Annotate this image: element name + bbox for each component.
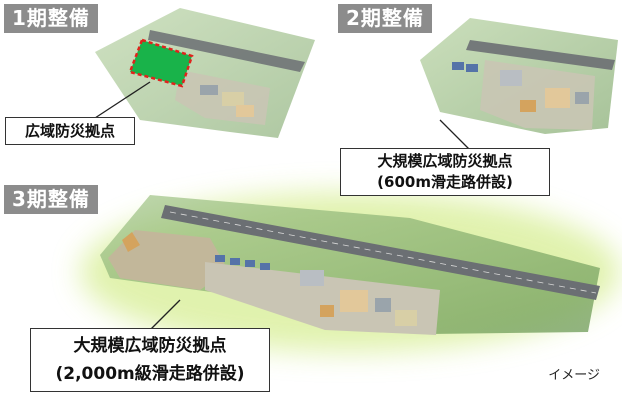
phase3-central-facility (205, 262, 440, 335)
callout-phase3-line2: (2,000m級滑走路併設) (55, 364, 245, 384)
phase1-runway (148, 30, 305, 72)
phase2-aerial-view (420, 18, 618, 134)
callout1-pointer (94, 81, 151, 119)
callout-phase2-line1: 大規模広域防災拠点 (377, 152, 513, 170)
phase2-label: 2期整備 (338, 4, 432, 33)
callout-phase1: 広域防災拠点 (5, 117, 135, 145)
callout2-pointer (439, 119, 471, 151)
callout-phase3-line1: 大規模広域防災拠点 (73, 336, 227, 356)
phase1-disaster-base-highlight (128, 38, 194, 88)
image-note: イメージ (548, 368, 600, 383)
phase3-aerial-view (80, 192, 620, 352)
callout-phase2: 大規模広域防災拠点 (600m滑走路併設) (340, 148, 550, 196)
callout-phase3: 大規模広域防災拠点 (2,000m級滑走路併設) (30, 328, 270, 392)
phase1-label: 1期整備 (4, 4, 98, 33)
callout-phase1-line1: 広域防災拠点 (24, 122, 115, 140)
callout-pointers (94, 81, 471, 331)
phase2-runway (466, 40, 615, 70)
phase3-label: 3期整備 (4, 185, 98, 214)
callout-phase2-line2: (600m滑走路併設) (377, 173, 513, 191)
phase1-aerial-view (95, 8, 315, 138)
phase3-runway (161, 205, 600, 300)
callout3-pointer (149, 299, 181, 331)
